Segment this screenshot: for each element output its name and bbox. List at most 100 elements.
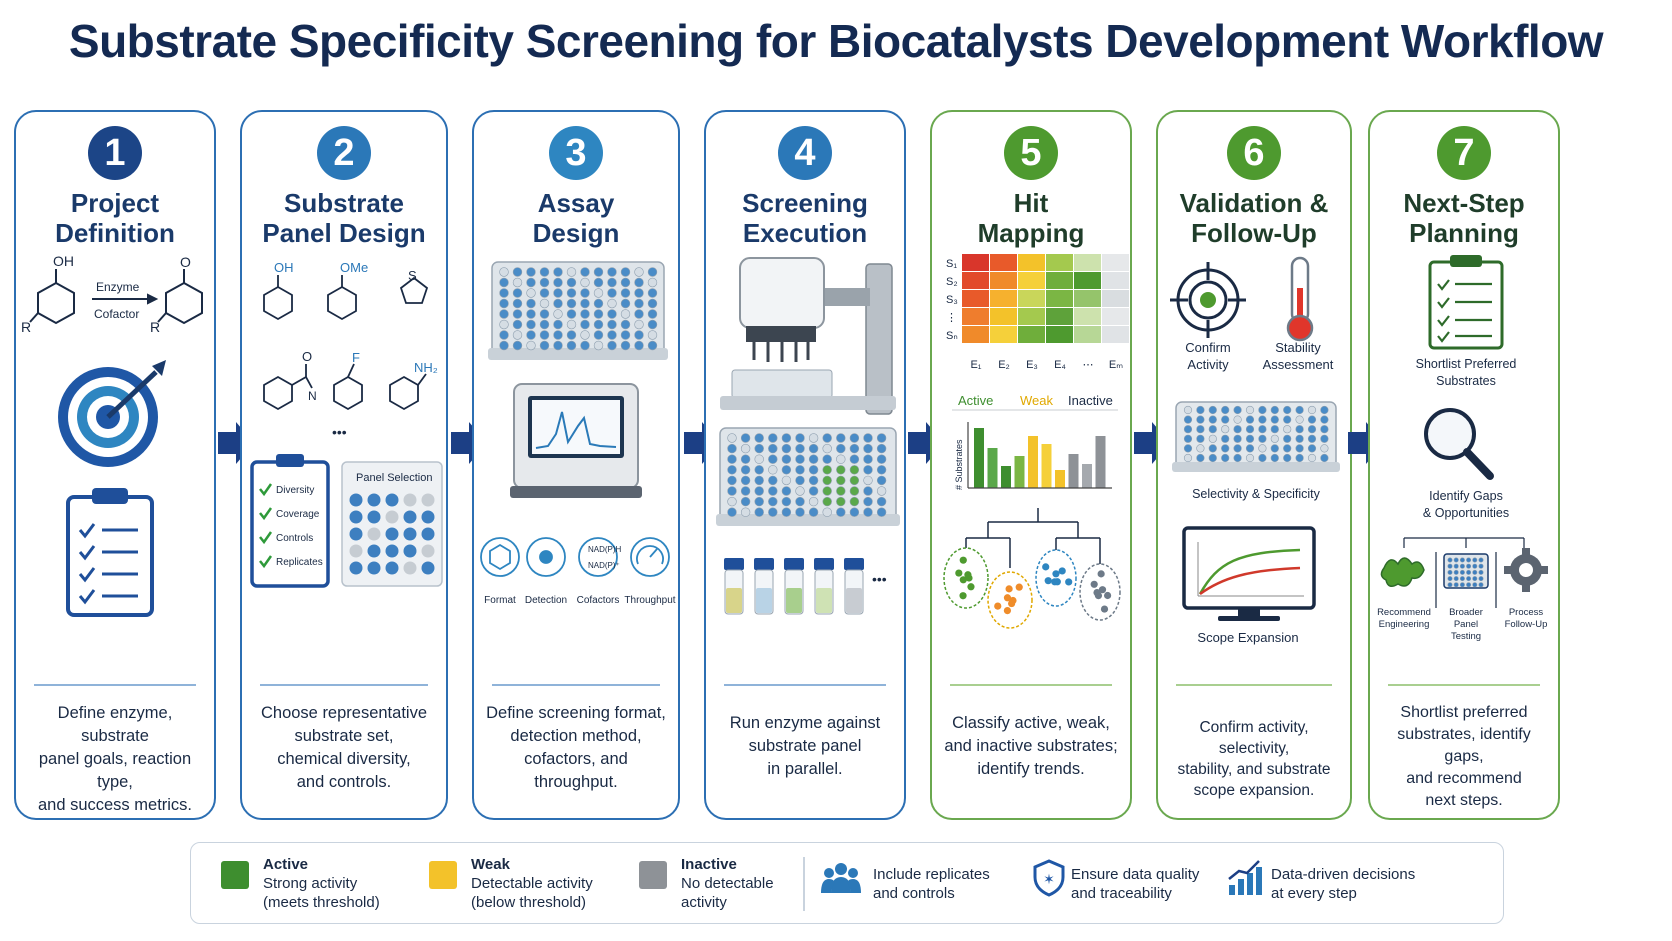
cluster-dot [1053, 578, 1061, 586]
plate-well [754, 496, 764, 507]
plate-well [620, 319, 631, 330]
plate-well [836, 475, 846, 486]
bar-mark [1014, 456, 1025, 488]
oh-label: OH [53, 253, 74, 269]
plate-well [1307, 405, 1317, 415]
plate-well [849, 454, 860, 464]
weak-swatch [429, 861, 457, 889]
plate-well [1307, 444, 1317, 453]
plate-well [512, 309, 523, 319]
plate-well [1283, 444, 1292, 453]
cluster-dot [1104, 591, 1112, 600]
plate-well [836, 443, 846, 454]
plate-well [1245, 434, 1255, 443]
heatmap-cell [990, 290, 1017, 307]
plate-well [1459, 569, 1465, 575]
svg-text:Confirm: Confirm [1185, 340, 1231, 355]
heatmap-col-label: E₁ [970, 359, 981, 371]
plate-well [740, 454, 751, 464]
panel-well [403, 527, 417, 541]
activity-heatmap [962, 254, 1129, 343]
panel-selection-grid [341, 461, 443, 587]
plate-well [781, 496, 792, 507]
heatmap-cell [1102, 290, 1129, 307]
svg-text:NAD(P)H: NAD(P)H [588, 545, 622, 554]
panel-well [349, 544, 363, 558]
vial-liquid [756, 588, 772, 613]
plate-well [1459, 563, 1465, 569]
gear-icon [1504, 548, 1548, 592]
plate-well [1295, 434, 1304, 443]
plate-well [1270, 434, 1279, 443]
bar-mark [987, 448, 998, 488]
plate-well [740, 486, 751, 496]
plate-well [1221, 405, 1230, 415]
plate-well [1221, 453, 1230, 463]
svg-text:NH₂: NH₂ [414, 360, 438, 375]
plate-well [593, 319, 604, 330]
heatmap-cell [1018, 254, 1045, 271]
plate-well [1283, 453, 1292, 463]
well-plate-icon [488, 261, 668, 360]
plate-well [634, 319, 644, 330]
plate-well [1478, 576, 1484, 582]
plate-well [580, 309, 590, 319]
plate-well [1453, 576, 1459, 582]
plate-well [1478, 557, 1484, 563]
plate-well [740, 507, 751, 517]
svg-text:Broader: Broader [1449, 607, 1483, 618]
cluster-dot [1090, 580, 1098, 588]
plate-well [580, 340, 590, 351]
checklist-clipboard-icon [250, 454, 330, 588]
cluster-dot [1065, 578, 1073, 586]
svg-text:Cofactors: Cofactors [577, 595, 620, 606]
substrate-structures-illustration: OH OMe S O N F NH₂ ••• Diversity Coverag… [250, 260, 443, 588]
plate-well [1478, 569, 1484, 575]
cluster-dot [967, 583, 975, 591]
plate-well [836, 486, 846, 496]
plate-well [1466, 557, 1472, 563]
plate-well [539, 298, 550, 309]
plate-well [1270, 425, 1279, 434]
plate-well [620, 330, 631, 340]
svg-text:Assessment: Assessment [1263, 357, 1334, 372]
plate-well [539, 277, 550, 288]
plate-well [580, 330, 590, 340]
plate-well [1208, 415, 1217, 424]
cluster-dot [1005, 585, 1013, 593]
plate-well [1196, 453, 1205, 463]
cluster-dot [1052, 570, 1060, 578]
svg-text:N: N [308, 389, 317, 403]
heatmap-cell [990, 308, 1017, 325]
cluster-dot [1094, 591, 1103, 600]
plate-well [512, 277, 523, 288]
plate-well [539, 288, 550, 298]
plate-well [808, 443, 819, 454]
plate-well [1245, 415, 1255, 424]
plate-well [607, 288, 617, 298]
plate-well [553, 267, 563, 277]
plate-well [1453, 563, 1459, 569]
svg-text:Substrates: Substrates [1436, 374, 1496, 388]
cluster-dot [959, 592, 967, 600]
plate-well [822, 496, 832, 507]
plate-well [808, 496, 819, 507]
magnifier-icon [1424, 408, 1494, 480]
plate-well [499, 267, 509, 277]
plate-well [1320, 415, 1329, 424]
plate-well [1208, 444, 1217, 453]
plate-well [1183, 425, 1193, 434]
thermometer-icon [1286, 256, 1314, 342]
svg-text:O: O [302, 349, 312, 364]
heatmap-cell [962, 254, 989, 271]
robot-liquid-handler-icon [720, 257, 896, 415]
plate-reader-instrument-icon [510, 383, 642, 498]
plate-well [1258, 425, 1267, 434]
cluster-tree-icon [965, 508, 1101, 568]
panel-well [385, 493, 399, 507]
